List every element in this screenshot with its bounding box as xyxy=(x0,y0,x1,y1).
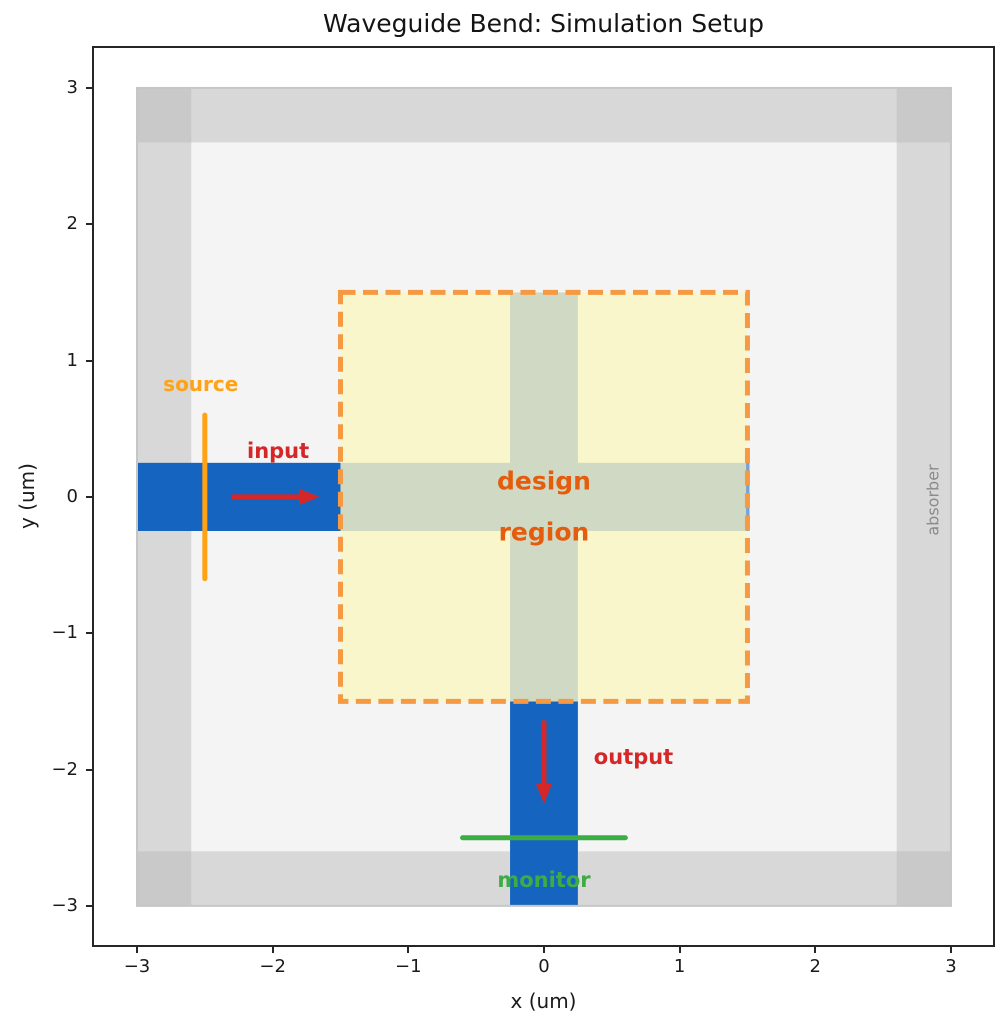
x-tick-mark xyxy=(136,946,138,953)
y-tick-mark xyxy=(86,495,93,498)
y-tick-mark xyxy=(86,632,93,635)
y-tick-label: 1 xyxy=(66,349,78,371)
x-tick-label: 1 xyxy=(673,956,686,977)
x-tick-label: 0 xyxy=(538,956,550,977)
absorber-label: absorber xyxy=(923,464,943,536)
x-tick-label: −2 xyxy=(259,956,286,977)
absorber-corner-bottom-right xyxy=(896,851,951,906)
plot-area xyxy=(92,46,995,947)
x-tick-mark xyxy=(949,946,952,953)
design-region-label-line-1: design xyxy=(496,466,591,496)
design-region-label-line-2: region xyxy=(498,517,590,547)
simulation-canvas xyxy=(136,86,952,907)
x-tick-mark xyxy=(542,946,545,953)
y-tick-label: 3 xyxy=(66,76,78,98)
absorber-band-right xyxy=(896,87,951,906)
x-tick-label: 3 xyxy=(945,956,957,977)
y-tick-mark xyxy=(86,223,93,226)
input-label: input xyxy=(246,438,310,463)
x-axis-label: x (um) xyxy=(510,989,577,1013)
y-tick-label: −2 xyxy=(51,758,78,780)
monitor-label: monitor xyxy=(497,867,591,892)
input-arrow-head xyxy=(299,488,320,505)
x-tick-mark xyxy=(814,946,817,953)
absorber-corner-top-left xyxy=(137,87,192,143)
source-label: source xyxy=(163,371,239,396)
y-tick-mark xyxy=(86,359,93,362)
output-label: output xyxy=(593,745,674,770)
x-tick-label: −1 xyxy=(395,956,422,977)
y-tick-mark xyxy=(86,904,93,907)
x-tick-label: −3 xyxy=(123,956,151,977)
absorber-corner-top-right xyxy=(896,87,951,143)
plot-title: Waveguide Bend: Simulation Setup xyxy=(323,9,764,38)
y-tick-mark xyxy=(86,768,93,771)
waveguide-in-design-vertical xyxy=(510,292,578,702)
x-tick-mark xyxy=(678,946,681,953)
x-tick-mark xyxy=(271,946,274,953)
y-tick-mark xyxy=(86,86,93,89)
y-tick-label: 2 xyxy=(66,213,78,235)
absorber-corner-bottom-left xyxy=(137,851,192,906)
cell-outline xyxy=(136,86,952,907)
output-arrow-head xyxy=(535,783,552,804)
x-tick-mark xyxy=(407,946,410,953)
y-tick-label: −3 xyxy=(51,894,78,916)
y-tick-label: 0 xyxy=(66,485,78,507)
y-tick-label: −1 xyxy=(51,622,78,644)
x-tick-label: 2 xyxy=(809,956,821,977)
absorber-band-top xyxy=(137,87,951,143)
design-region-border xyxy=(337,289,750,704)
y-axis-label: y (um) xyxy=(15,463,39,529)
